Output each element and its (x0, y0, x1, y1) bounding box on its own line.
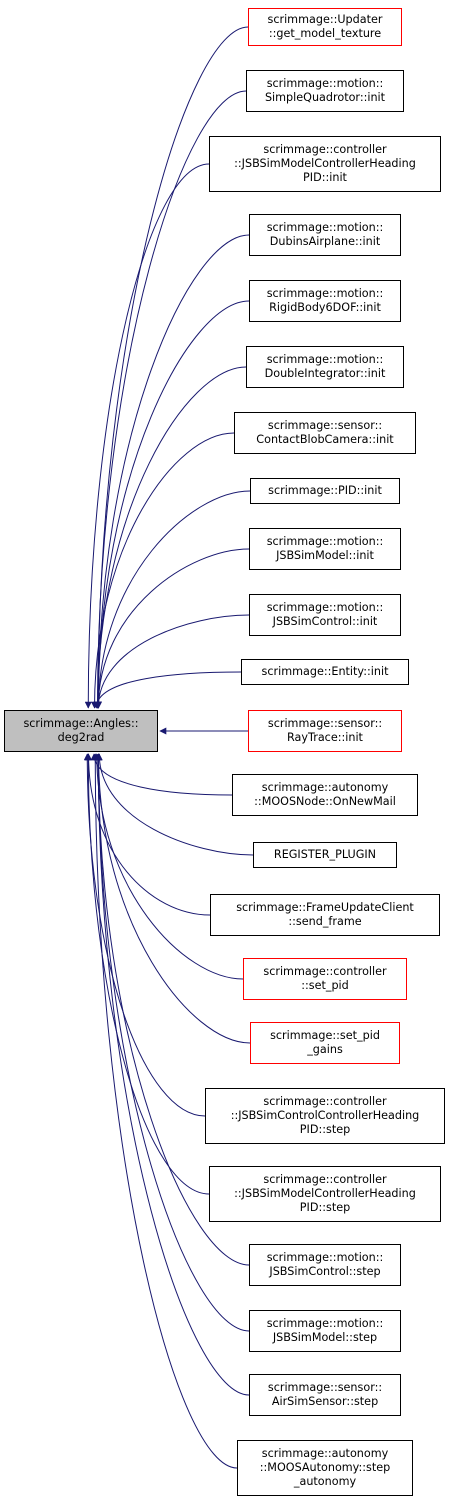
caller-node-set-pid-gains[interactable]: scrimmage::set_pid _gains (250, 1022, 400, 1064)
node-line-1: scrimmage::motion:: (266, 353, 384, 366)
node-line-2: ContactBlobCamera::init (256, 433, 394, 446)
node-line-2: ::send_frame (288, 915, 362, 928)
call-edge (94, 300, 250, 709)
caller-node-jsbsim-control-controller-heading-pid-step[interactable]: scrimmage::controller ::JSBSimControlCon… (205, 1088, 445, 1144)
caller-node-contact-blob-camera-init[interactable]: scrimmage::sensor:: ContactBlobCamera::i… (234, 412, 416, 454)
call-edge (91, 432, 235, 709)
caller-node-rigid-body-6dof-init[interactable]: scrimmage::motion:: RigidBody6DOF::init (249, 280, 401, 322)
node-line-3: PID::step (299, 1201, 351, 1214)
node-line-1: scrimmage::controller (263, 143, 387, 156)
caller-node-moos-node-on-new-mail[interactable]: scrimmage::autonomy ::MOOSNode::OnNewMai… (232, 774, 418, 816)
node-line-2: ::set_pid (301, 979, 349, 992)
caller-node-dubins-airplane-init[interactable]: scrimmage::motion:: DubinsAirplane::init (249, 214, 401, 256)
call-edge (94, 614, 250, 709)
caller-node-controller-set-pid[interactable]: scrimmage::controller ::set_pid (243, 958, 407, 1000)
node-line-1: scrimmage::autonomy (261, 781, 389, 794)
node-line-1: scrimmage::sensor:: (267, 419, 383, 432)
node-line-1: scrimmage::Updater (267, 13, 383, 26)
node-line-2: AirSimSensor::step (271, 1395, 379, 1408)
call-edge (84, 163, 210, 709)
node-line-1: scrimmage::controller (263, 1173, 387, 1186)
node-line-1: scrimmage::autonomy (261, 1447, 389, 1460)
call-edge (94, 26, 249, 709)
node-line-2: SimpleQuadrotor::init (264, 91, 386, 104)
caller-node-jsbsim-model-init[interactable]: scrimmage::motion:: JSBSimModel::init (249, 528, 401, 570)
caller-node-ray-trace-init[interactable]: scrimmage::sensor:: RayTrace::init (248, 710, 402, 752)
call-edge (84, 753, 210, 1195)
node-line-2: DoubleIntegrator::init (264, 367, 386, 380)
caller-node-moos-autonomy-step-autonomy[interactable]: scrimmage::autonomy ::MOOSAutonomy::step… (237, 1440, 413, 1496)
call-edge (94, 366, 247, 709)
call-edge (90, 753, 233, 796)
node-line-2: JSBSimControl::step (269, 1265, 381, 1278)
node-line-1: scrimmage::set_pid (270, 1029, 380, 1042)
caller-node-air-sim-sensor-step[interactable]: scrimmage::sensor:: AirSimSensor::step (249, 1374, 401, 1416)
node-line-1: scrimmage::FrameUpdateClient (236, 901, 414, 914)
caller-node-entity-init[interactable]: scrimmage::Entity::init (241, 659, 409, 685)
caller-node-pid-init[interactable]: scrimmage::PID::init (250, 478, 400, 504)
call-edge (94, 753, 250, 1266)
node-line-1: scrimmage::controller (263, 1095, 387, 1108)
node-line-2: ::JSBSimModelControllerHeading (234, 157, 416, 170)
node-line-2: JSBSimModel::step (272, 1331, 378, 1344)
root-node-line-1: scrimmage::Angles:: (23, 717, 139, 730)
node-line-1: scrimmage::motion:: (266, 1317, 384, 1330)
node-line-2: ::get_model_texture (268, 27, 382, 40)
caller-node-jsbsim-model-controller-heading-pid-init[interactable]: scrimmage::controller ::JSBSimModelContr… (209, 136, 441, 192)
node-line-1: scrimmage::motion:: (266, 77, 384, 90)
call-edge (94, 90, 247, 709)
call-edge (95, 753, 254, 856)
node-line-1: scrimmage::motion:: (266, 221, 384, 234)
root-node: scrimmage::Angles:: deg2rad (4, 710, 158, 752)
node-line-1: scrimmage::motion:: (266, 535, 384, 548)
caller-node-frame-update-client-send-frame[interactable]: scrimmage::FrameUpdateClient ::send_fram… (210, 894, 440, 936)
node-line-3: _autonomy (293, 1475, 357, 1488)
caller-node-jsbsim-control-step[interactable]: scrimmage::motion:: JSBSimControl::step (249, 1244, 401, 1286)
call-edge (85, 753, 211, 916)
node-line-2: _gains (307, 1043, 343, 1056)
node-line-2: ::MOOSNode::OnNewMail (254, 795, 396, 808)
call-edge (94, 753, 250, 1332)
node-line-1: scrimmage::Entity::init (261, 665, 389, 678)
node-line-2: DubinsAirplane::init (269, 235, 381, 248)
call-edge (94, 753, 250, 1396)
node-line-2: JSBSimModel::init (276, 549, 374, 562)
caller-node-updater-get-model-texture[interactable]: scrimmage::Updater ::get_model_texture (248, 8, 402, 46)
call-edge (95, 753, 251, 1044)
node-line-2: RigidBody6DOF::init (269, 301, 381, 314)
call-edge (94, 548, 250, 709)
caller-node-jsbsim-model-step[interactable]: scrimmage::motion:: JSBSimModel::step (249, 1310, 401, 1352)
node-line-1: scrimmage::motion:: (266, 1251, 384, 1264)
node-line-1: scrimmage::sensor:: (267, 1381, 383, 1394)
node-line-1: scrimmage::controller (263, 965, 387, 978)
node-line-2: JSBSimControl::init (272, 615, 378, 628)
node-line-1: REGISTER_PLUGIN (273, 848, 377, 861)
node-line-1: scrimmage::motion:: (266, 287, 384, 300)
caller-node-register-plugin[interactable]: REGISTER_PLUGIN (253, 842, 397, 868)
node-line-2: RayTrace::init (287, 731, 363, 744)
node-line-1: scrimmage::motion:: (266, 601, 384, 614)
node-line-1: scrimmage::PID::init (268, 484, 382, 497)
caller-node-double-integrator-init[interactable]: scrimmage::motion:: DoubleIntegrator::in… (246, 346, 404, 388)
node-line-1: scrimmage::sensor:: (267, 717, 383, 730)
node-line-2: ::MOOSAutonomy::step (259, 1461, 391, 1474)
node-line-3: PID::init (303, 171, 347, 184)
node-line-3: PID::step (299, 1123, 351, 1136)
call-edge (91, 753, 238, 1469)
call-edge (83, 753, 206, 1117)
node-line-2: ::JSBSimModelControllerHeading (234, 1187, 416, 1200)
caller-node-jsbsim-model-controller-heading-pid-step[interactable]: scrimmage::controller ::JSBSimModelContr… (209, 1166, 441, 1222)
caller-node-jsbsim-control-init[interactable]: scrimmage::motion:: JSBSimControl::init (249, 594, 401, 636)
node-line-2: ::JSBSimControlControllerHeading (230, 1109, 420, 1122)
caller-node-simple-quadrotor-init[interactable]: scrimmage::motion:: SimpleQuadrotor::ini… (246, 70, 404, 112)
call-edge (94, 234, 250, 709)
call-edge (93, 753, 244, 980)
call-edge (95, 490, 251, 709)
call-edge (92, 671, 242, 709)
root-node-line-2: deg2rad (57, 731, 105, 744)
